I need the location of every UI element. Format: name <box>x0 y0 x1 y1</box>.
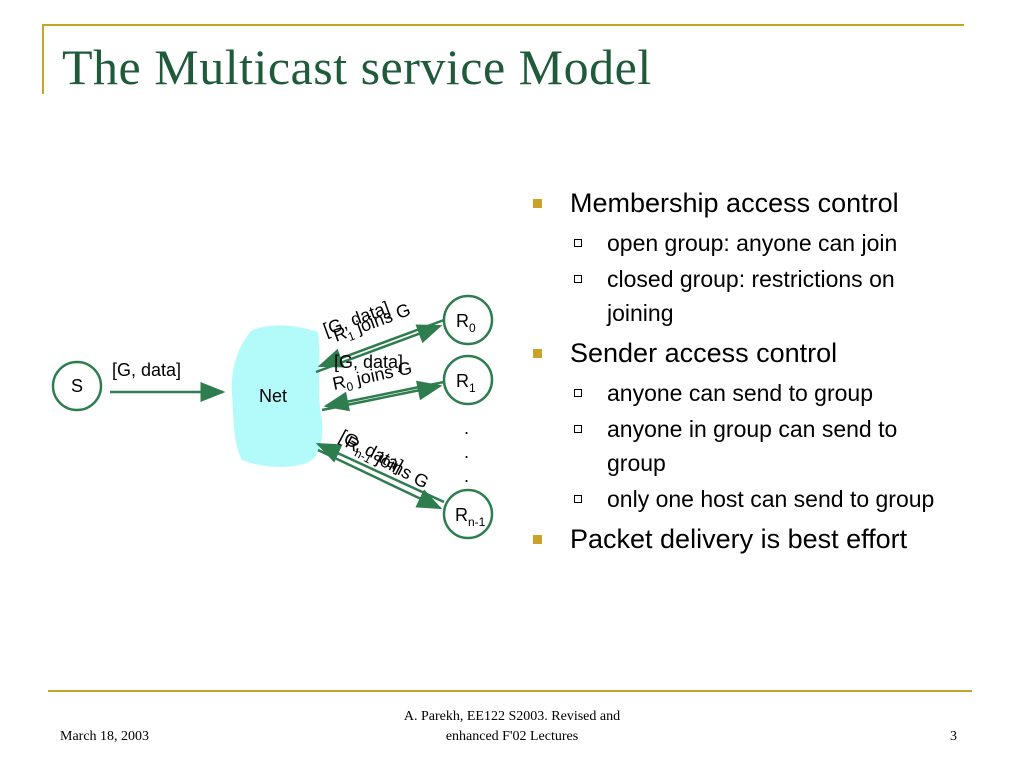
receiver-label-r0: R0 <box>456 311 476 335</box>
sub-bullet-text: open group: anyone can join <box>607 230 898 256</box>
multicast-diagram: Net S [G, data] R0 R1 Rn-1 . . . [G, dat… <box>51 294 494 540</box>
footer-credit: A. Parekh, EE122 S2003. Revised and enha… <box>372 707 652 747</box>
footer-divider <box>48 690 972 692</box>
hollow-square-bullet-icon <box>574 495 582 503</box>
join-arrow-r0 <box>317 318 445 368</box>
bullet-text: Membership access control <box>570 188 899 218</box>
join-r0-base: R <box>331 372 348 394</box>
network-cloud <box>231 325 323 467</box>
square-bullet-icon <box>533 349 542 358</box>
title-frame-top <box>42 24 964 26</box>
ellipsis-dot-2: . <box>464 442 469 462</box>
page-number: 3 <box>950 729 957 744</box>
join-r0-sub: 0 <box>345 379 355 394</box>
ellipsis-dot-1: . <box>464 418 469 438</box>
sub-bullet-list: open group: anyone can join closed group… <box>570 226 983 330</box>
sub-bullet-list: anyone can send to group anyone in group… <box>570 376 983 516</box>
join-label-rn1: Rn-1 joins G <box>341 432 432 495</box>
join-arrow-rn1 <box>315 442 445 504</box>
square-bullet-icon <box>533 535 542 544</box>
network-label: Net <box>259 386 287 406</box>
hollow-square-bullet-icon <box>574 239 582 247</box>
join-arrow-r1 <box>323 380 445 412</box>
bullet-membership: Membership access control open group: an… <box>533 186 983 330</box>
bullet-best-effort: Packet delivery is best effort <box>533 522 983 556</box>
receiver-r0-sub: 0 <box>469 321 476 335</box>
sub-bullet-open-group: open group: anyone can join <box>570 226 937 260</box>
title-frame-left <box>42 24 44 94</box>
hollow-square-bullet-icon <box>574 389 582 397</box>
footer-credit-line-2: enhanced F'02 Lectures <box>445 729 579 744</box>
receiver-label-r1: R1 <box>456 371 476 395</box>
sub-bullet-text: only one host can send to group <box>607 486 935 512</box>
hollow-square-bullet-icon <box>574 275 582 283</box>
receiver-r1-sub: 1 <box>469 381 476 395</box>
sub-bullet-text: anyone can send to group <box>607 380 873 406</box>
receiver-r0-base: R <box>456 311 469 331</box>
square-bullet-icon <box>533 199 542 208</box>
sub-bullet-anyone-send: anyone can send to group <box>570 376 937 410</box>
ellipsis-dot-3: . <box>464 466 469 486</box>
join-r1-sub: 1 <box>346 329 357 345</box>
sub-bullet-closed-group: closed group: restrictions on joining <box>570 262 937 330</box>
sub-bullet-text: anyone in group can send to group <box>607 416 898 476</box>
bullet-list: Membership access control open group: an… <box>533 186 983 560</box>
hollow-square-bullet-icon <box>574 425 582 433</box>
receiver-rn1-base: R <box>455 505 468 525</box>
sub-bullet-group-send: anyone in group can send to group <box>570 412 937 480</box>
sub-bullet-one-host: only one host can send to group <box>570 482 937 516</box>
receiver-label-rn1: Rn-1 <box>455 505 486 529</box>
footer-credit-line-1: A. Parekh, EE122 S2003. Revised and <box>403 709 621 724</box>
receiver-r1-base: R <box>456 371 469 391</box>
data-label-r1: [G, data] <box>334 352 403 372</box>
receiver-node-rn1 <box>442 488 494 540</box>
slide-title: The Multicast service Model <box>62 39 652 95</box>
sender-label: S <box>71 376 83 396</box>
bullet-text: Sender access control <box>570 338 838 368</box>
sub-bullet-text: closed group: restrictions on joining <box>607 266 895 326</box>
sender-node <box>51 360 103 412</box>
bullet-text: Packet delivery is best effort <box>570 524 908 554</box>
footer-date: March 18, 2003 <box>60 729 150 744</box>
receiver-node-r1 <box>442 354 494 406</box>
join-r1-base: R <box>331 323 350 346</box>
receiver-rn1-sub: n-1 <box>468 515 486 529</box>
join-rn1-rest: joins G <box>369 446 432 492</box>
sender-arrow-label: [G, data] <box>112 360 181 380</box>
bullet-sender-access: Sender access control anyone can send to… <box>533 336 983 516</box>
